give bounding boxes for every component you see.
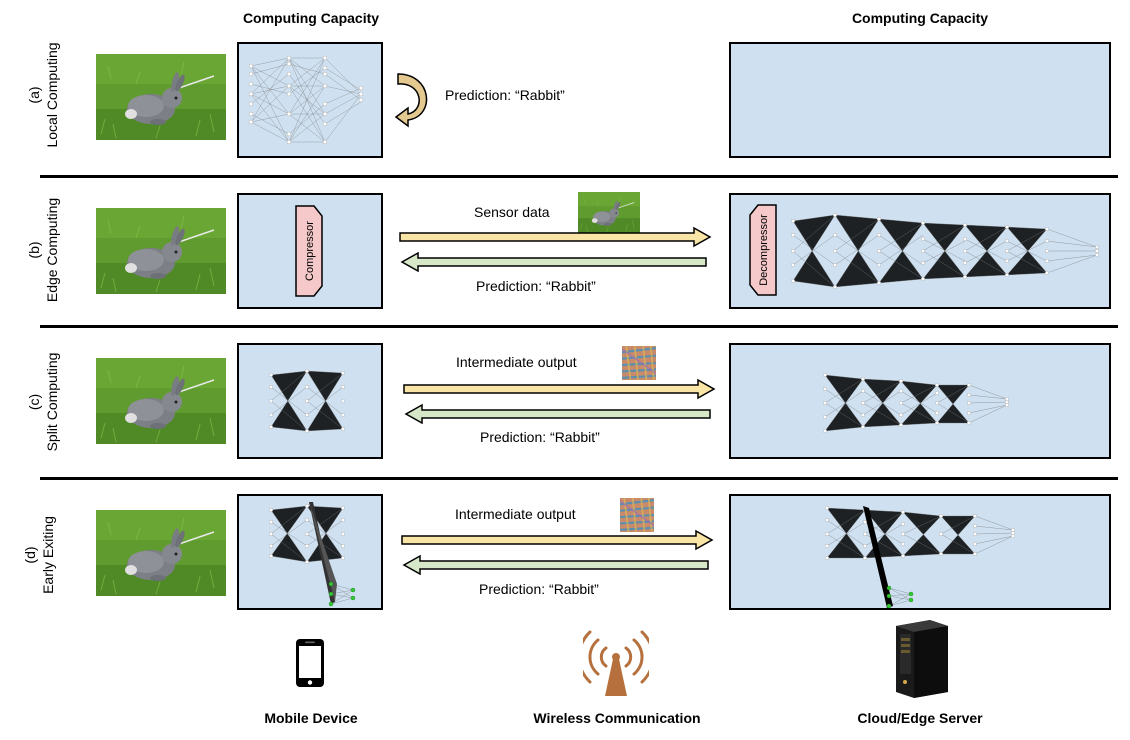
row-letter: (b)	[26, 241, 42, 259]
rabbit-image	[96, 358, 226, 444]
rabbit-image	[96, 510, 226, 596]
exit-nodes	[886, 585, 914, 609]
left-capacity-header: Computing Capacity	[242, 10, 380, 26]
wireless-antenna-icon	[583, 630, 649, 696]
cloud-edge-server-label: Cloud/Edge Server	[857, 710, 983, 726]
mobile-compute-panel	[237, 343, 383, 459]
decompressor-shape	[749, 204, 777, 296]
row-name: Split Computing	[44, 352, 60, 452]
feature-map-thumbnail	[620, 498, 654, 532]
exit-branch	[863, 506, 893, 608]
neural-network-icon	[269, 369, 345, 433]
right-capacity-header: Computing Capacity	[851, 10, 989, 26]
compressor-shape	[295, 205, 323, 297]
mobile-compute-panel	[237, 42, 383, 158]
downlink-arrow	[400, 251, 707, 272]
server-compute-panel	[729, 343, 1111, 459]
row-label-d: (d)Early Exiting	[22, 490, 56, 620]
row-separator	[40, 175, 1118, 178]
intermediate-output-label: Intermediate output	[455, 506, 576, 522]
exit-branch	[309, 502, 335, 604]
uplink-arrow	[399, 226, 712, 248]
neural-network-icon	[790, 212, 1100, 289]
neural-network-icon	[824, 505, 1016, 609]
row-separator	[40, 325, 1118, 328]
mobile-compute-panel	[237, 494, 383, 610]
uplink-arrow	[403, 378, 716, 400]
row-label-a: (a)Local Computing	[26, 30, 60, 160]
rabbit-image	[96, 208, 226, 294]
data-arrows	[399, 226, 712, 272]
uplink-arrow	[401, 529, 714, 551]
row-name: Edge Computing	[44, 197, 60, 303]
row-separator	[40, 477, 1118, 480]
neural-network-icon	[248, 55, 364, 145]
feature-map-thumbnail	[622, 346, 656, 380]
wireless-communication-label: Wireless Communication	[533, 710, 701, 726]
mobile-device-label: Mobile Device	[264, 710, 358, 726]
smartphone-icon	[296, 639, 324, 687]
row-letter: (d)	[22, 546, 38, 564]
server-tower-icon	[896, 620, 948, 698]
compressor-label: Compressor	[304, 221, 316, 281]
rabbit-image	[96, 54, 226, 140]
neural-network-icon	[822, 373, 1010, 433]
prediction-label: Prediction: “Rabbit”	[476, 278, 596, 294]
prediction-label: Prediction: “Rabbit”	[445, 87, 565, 103]
server-compute-panel	[729, 494, 1111, 610]
row-letter: (c)	[26, 393, 42, 411]
data-arrows	[403, 378, 716, 424]
row-label-b: (b)Edge Computing	[26, 185, 60, 315]
row-label-c: (c)Split Computing	[26, 337, 60, 467]
data-arrows	[401, 529, 714, 575]
prediction-label: Prediction: “Rabbit”	[480, 429, 600, 445]
sensor-data-label: Sensor data	[474, 204, 550, 220]
downlink-arrow	[402, 554, 709, 575]
prediction-label: Prediction: “Rabbit”	[479, 581, 599, 597]
loop-arrow-icon	[394, 73, 428, 128]
exit-nodes	[328, 581, 356, 607]
row-name: Early Exiting	[40, 516, 56, 594]
neural-network-icon	[269, 502, 356, 607]
row-letter: (a)	[26, 86, 42, 104]
downlink-arrow	[404, 403, 711, 424]
row-name: Local Computing	[44, 42, 60, 148]
decompressor-label: Decompressor	[758, 214, 770, 286]
server-compute-panel	[729, 42, 1111, 158]
intermediate-output-label: Intermediate output	[456, 354, 577, 370]
